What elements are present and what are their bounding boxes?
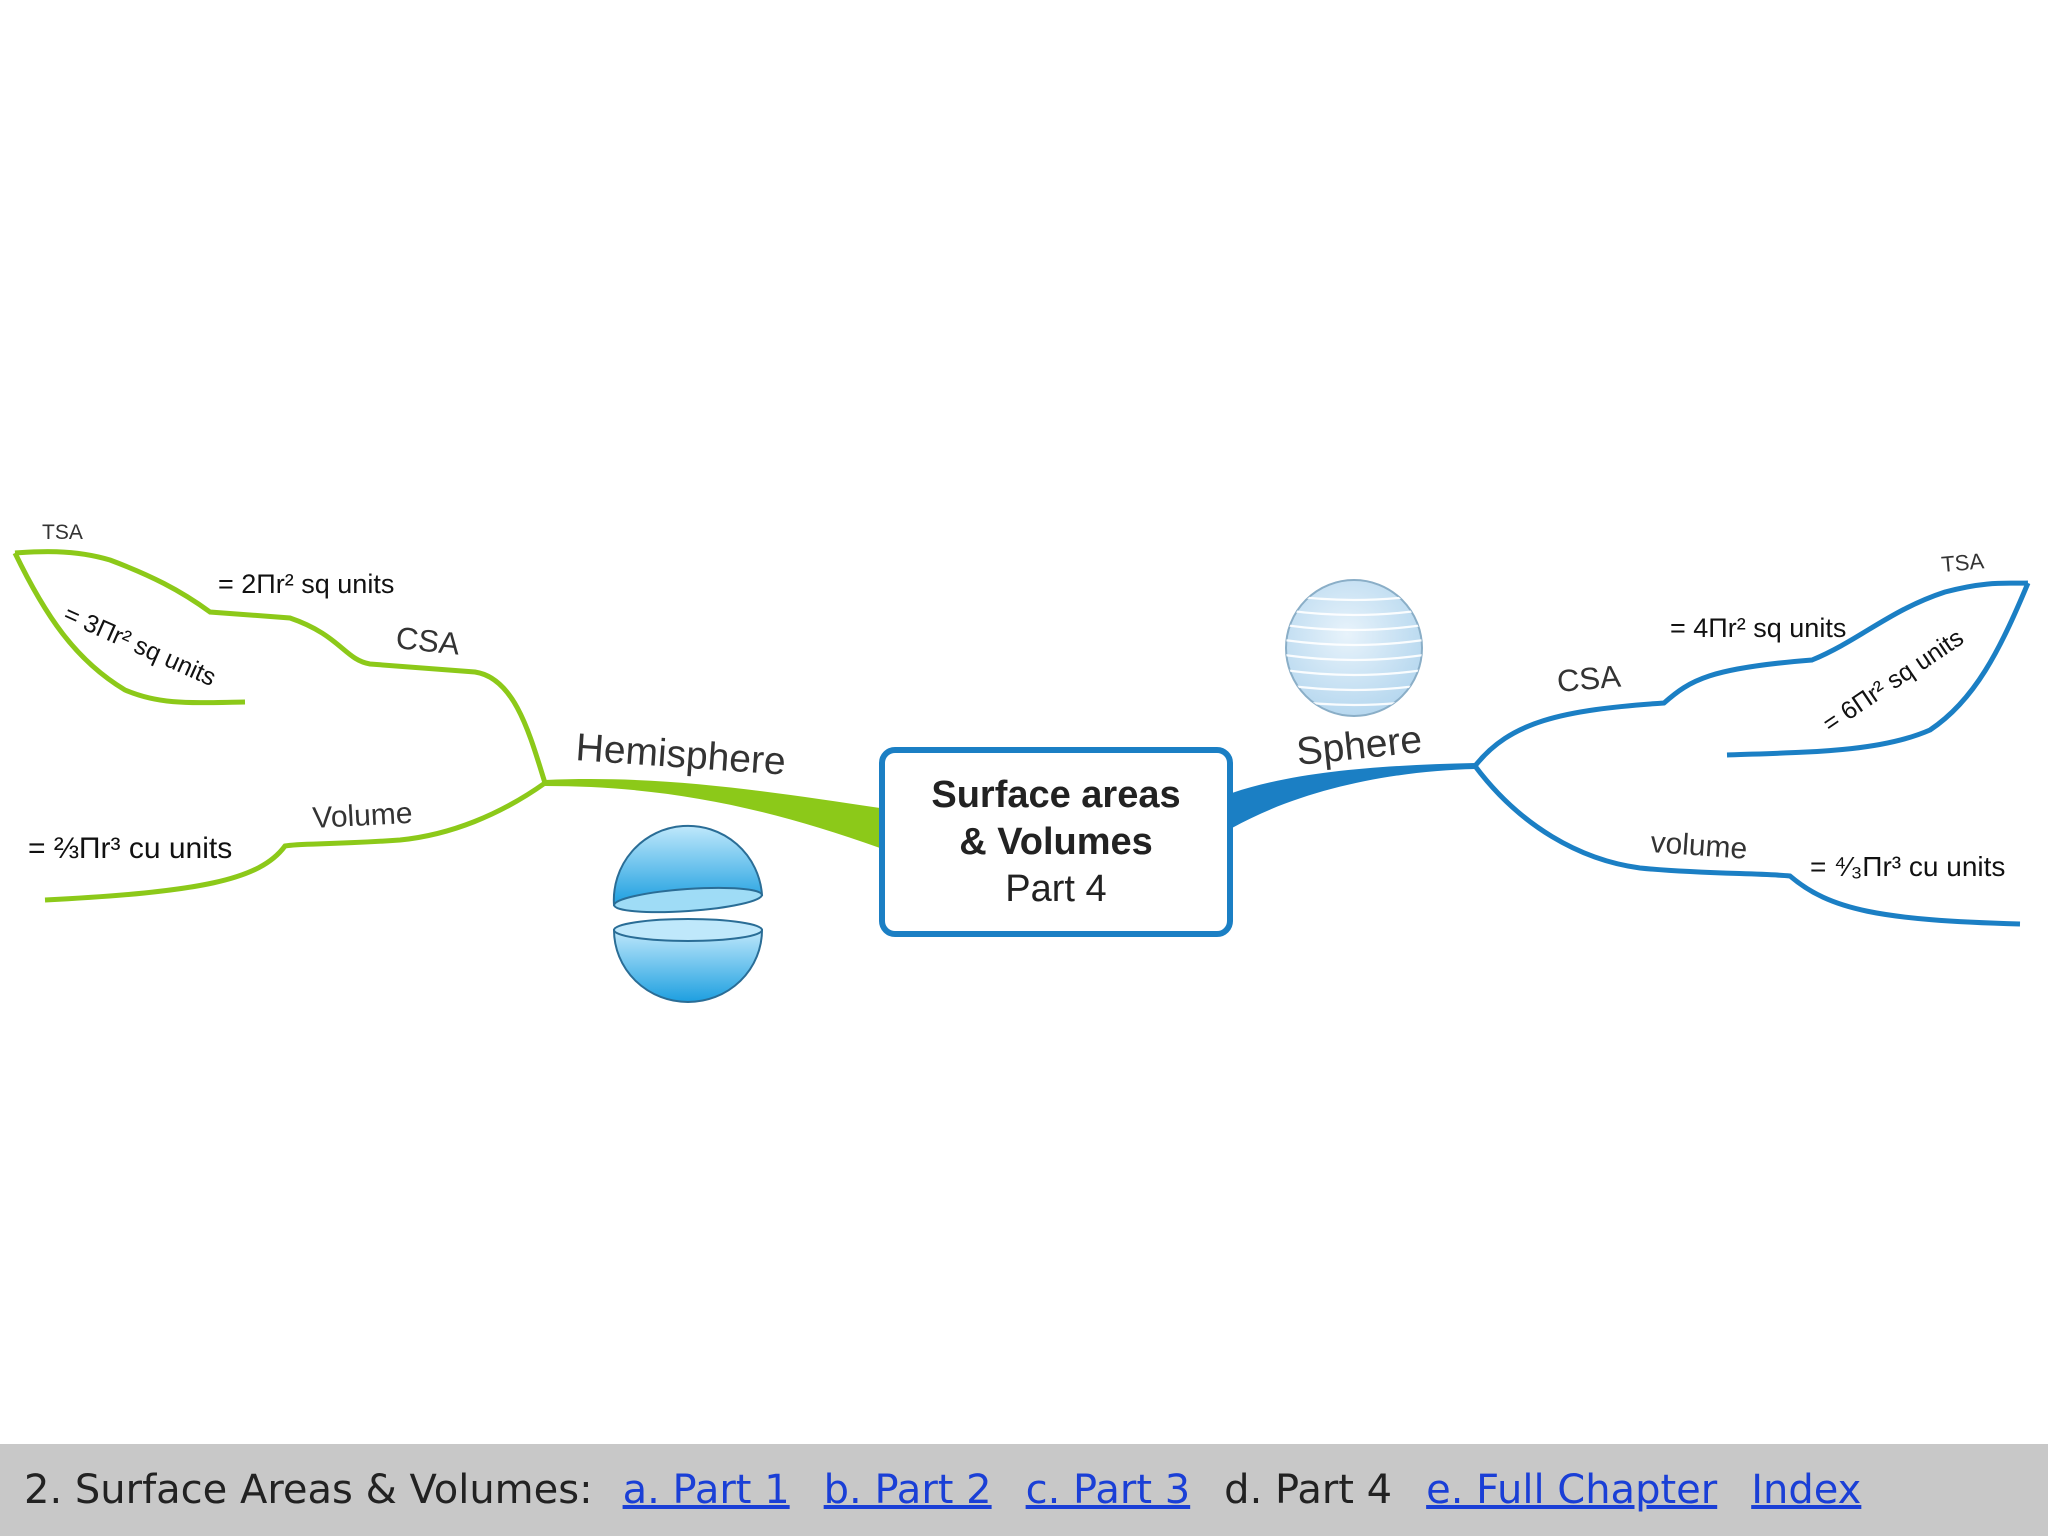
sphere-volume-label: volume bbox=[1650, 826, 1749, 866]
sphere-csa-formula: = 4Πr² sq units bbox=[1670, 613, 1846, 643]
hemisphere-volume-label: Volume bbox=[312, 797, 414, 835]
link-part-3[interactable]: c. Part 3 bbox=[1025, 1467, 1191, 1513]
hemisphere-tsa-formula: = 3Πr² sq units bbox=[60, 600, 221, 692]
center-title-line-1: Surface areas bbox=[931, 773, 1181, 816]
sphere-illustration bbox=[1285, 579, 1423, 717]
hemisphere-label: Hemisphere bbox=[574, 726, 787, 784]
hemisphere-volume-formula: = ⅔Πr³ cu units bbox=[28, 832, 232, 865]
center-topic-box: Surface areas & Volumes Part 4 bbox=[879, 747, 1233, 937]
center-subtitle: Part 4 bbox=[1005, 867, 1107, 910]
hemisphere-branch bbox=[545, 779, 880, 848]
hemisphere-tsa-label: TSA bbox=[42, 521, 83, 544]
link-full-chapter[interactable]: e. Full Chapter bbox=[1426, 1467, 1718, 1513]
sphere-tsa-label: TSA bbox=[1940, 548, 1985, 577]
sphere-branch bbox=[1232, 763, 1475, 828]
footer-nav-bar: 2. Surface Areas & Volumes: a. Part 1 b.… bbox=[0, 1444, 2048, 1536]
hemisphere-csa-label: CSA bbox=[394, 620, 461, 662]
center-title-line-2: & Volumes bbox=[959, 820, 1153, 863]
sphere-sub-branches bbox=[1473, 580, 2031, 927]
hemisphere-illustration bbox=[612, 824, 764, 1003]
sphere-csa-label: CSA bbox=[1556, 659, 1623, 699]
mind-map: Hemisphere CSA TSA Volume = 2Πr² sq unit… bbox=[12, 521, 2031, 1003]
sphere-label: Sphere bbox=[1294, 718, 1424, 774]
hemisphere-sub-branches bbox=[12, 549, 548, 903]
link-part-1[interactable]: a. Part 1 bbox=[622, 1467, 790, 1513]
sphere-volume-formula: = ⁴⁄₃Πr³ cu units bbox=[1810, 851, 2005, 882]
current-part-label: d. Part 4 bbox=[1224, 1467, 1393, 1513]
link-index[interactable]: Index bbox=[1751, 1467, 1862, 1513]
footer-chapter-label: 2. Surface Areas & Volumes: bbox=[24, 1467, 593, 1513]
link-part-2[interactable]: b. Part 2 bbox=[823, 1467, 992, 1513]
hemisphere-csa-formula: = 2Πr² sq units bbox=[218, 569, 394, 599]
